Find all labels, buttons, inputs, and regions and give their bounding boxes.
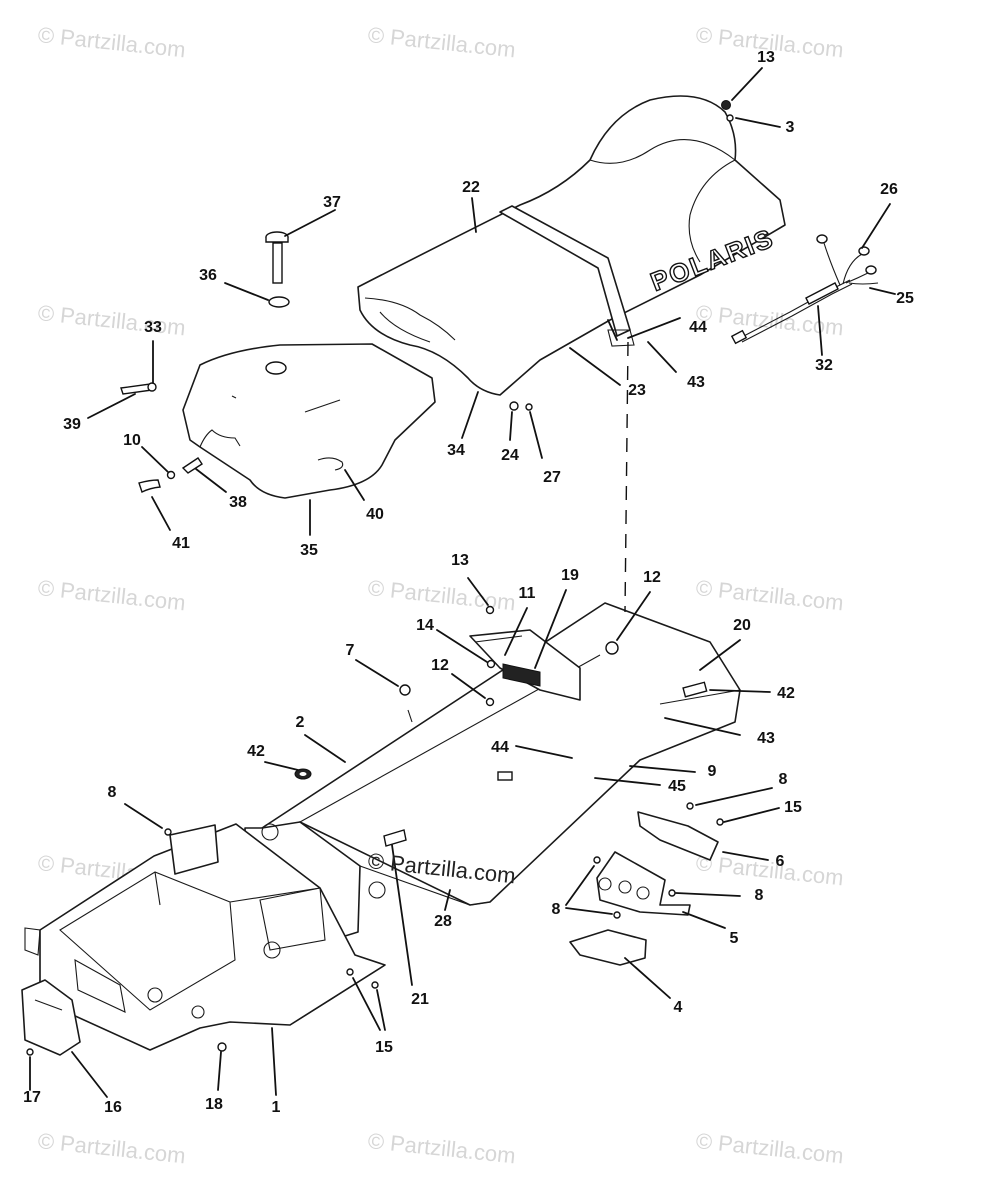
callout-10: 10: [123, 432, 141, 449]
tank-fittings: [120, 382, 203, 493]
leader-lines: [29, 67, 896, 1098]
callout-18: 18: [205, 1096, 223, 1113]
callout-34: 37: [323, 194, 341, 211]
callout-11: 11: [518, 585, 536, 602]
callout-15: 15: [784, 799, 802, 816]
callout-20: 20: [733, 617, 751, 634]
callout-26: 26: [880, 181, 898, 198]
callout-44: 44: [689, 319, 707, 336]
callout-2: 2: [295, 714, 305, 731]
callout-39: 42: [777, 685, 795, 702]
chassis: [24, 823, 386, 1051]
callout-42: 44: [491, 739, 509, 756]
callout-13: 13: [757, 49, 775, 66]
callout-3: 3: [785, 119, 795, 136]
callout-13: 13: [451, 552, 469, 569]
wire-harness: [730, 234, 879, 345]
callout-27: 27: [543, 469, 561, 486]
callout-12: 12: [431, 657, 449, 674]
callout-43: 43: [687, 374, 705, 391]
rear-bracket: [469, 629, 581, 701]
callout-9: 9: [707, 763, 717, 780]
callout-29: 32: [815, 357, 833, 374]
callout-25: 25: [896, 290, 914, 307]
callout-37: 41: [172, 535, 190, 552]
callout-41: 42: [247, 743, 265, 760]
callout-19: 19: [561, 567, 579, 584]
callout-21: 21: [411, 991, 429, 1008]
callout-24: 24: [501, 447, 519, 464]
hardware: [26, 100, 734, 1056]
callout-17: 17: [23, 1089, 41, 1106]
callout-8: 8: [107, 784, 117, 801]
callout-35: 38: [229, 494, 247, 511]
seat: [357, 95, 786, 396]
callout-6: 6: [775, 853, 785, 870]
callout-30: 33: [144, 319, 162, 336]
brackets: [21, 811, 719, 1056]
callout-23: 23: [628, 382, 646, 399]
callout-38: 39: [63, 416, 81, 433]
callout-14: 14: [416, 617, 434, 634]
callout-16: 16: [104, 1099, 122, 1116]
callout-4: 4: [673, 999, 683, 1016]
callout-12: 12: [643, 569, 661, 586]
callout-8: 8: [778, 771, 788, 788]
callout-32: 35: [300, 542, 318, 559]
callout-8: 8: [754, 887, 764, 904]
fuel-cap: [265, 231, 290, 308]
callout-31: 34: [447, 442, 465, 459]
callout-45: 45: [668, 778, 686, 795]
callout-5: 5: [729, 930, 739, 947]
callout-33: 36: [199, 267, 217, 284]
callout-15: 15: [375, 1039, 393, 1056]
callout-8: 8: [551, 901, 561, 918]
fuel-tank: [182, 343, 436, 499]
callout-28: 28: [434, 913, 452, 930]
callout-36: 40: [366, 506, 384, 523]
callout-7: 7: [345, 642, 355, 659]
alignment-line: [624, 341, 629, 613]
callout-22: 22: [462, 179, 480, 196]
callout-1: 1: [271, 1099, 281, 1116]
callout-40: 43: [757, 730, 775, 747]
